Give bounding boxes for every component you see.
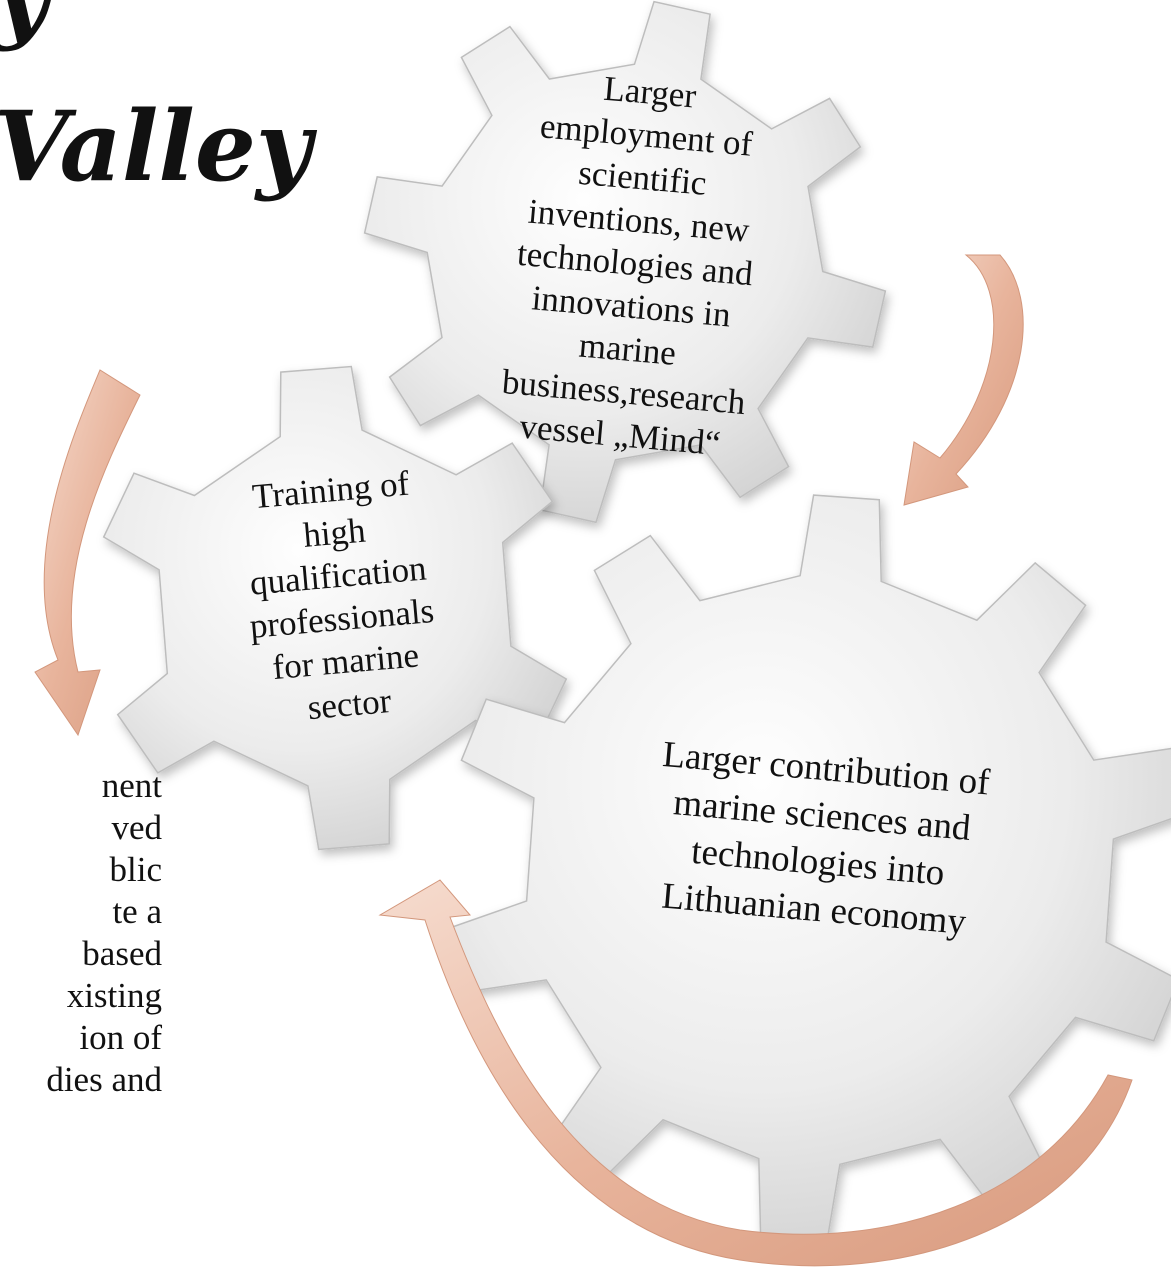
left-body-text: nent ved blic te a based xisting ion of … <box>0 765 162 1101</box>
left-text-line: blic <box>109 850 162 889</box>
gear-top <box>363 0 887 524</box>
left-text-line: based <box>82 934 162 973</box>
gear-left <box>102 365 568 851</box>
page-title: y Valley <box>0 0 312 222</box>
gear-top-label: Larger employment of scientific inventio… <box>500 68 755 464</box>
gear-big-label: Larger contribution of marine sciences a… <box>660 734 992 943</box>
left-text-line: xisting <box>66 976 162 1015</box>
title-line-1: y <box>0 0 50 53</box>
gear-left-label: Training of high qualification professio… <box>248 463 436 728</box>
arrow-bottom-curve <box>378 879 1133 1267</box>
left-text-line: te a <box>112 892 162 931</box>
left-text-line: dies and <box>46 1060 162 1099</box>
left-text-line: ved <box>111 808 162 847</box>
left-text-line: ion of <box>79 1018 162 1057</box>
arrow-right-down <box>903 254 1024 506</box>
gear-big <box>448 494 1171 1246</box>
title-line-2: Valley <box>0 90 312 203</box>
arrow-left-down <box>34 369 141 737</box>
left-text-line: nent <box>101 766 162 805</box>
